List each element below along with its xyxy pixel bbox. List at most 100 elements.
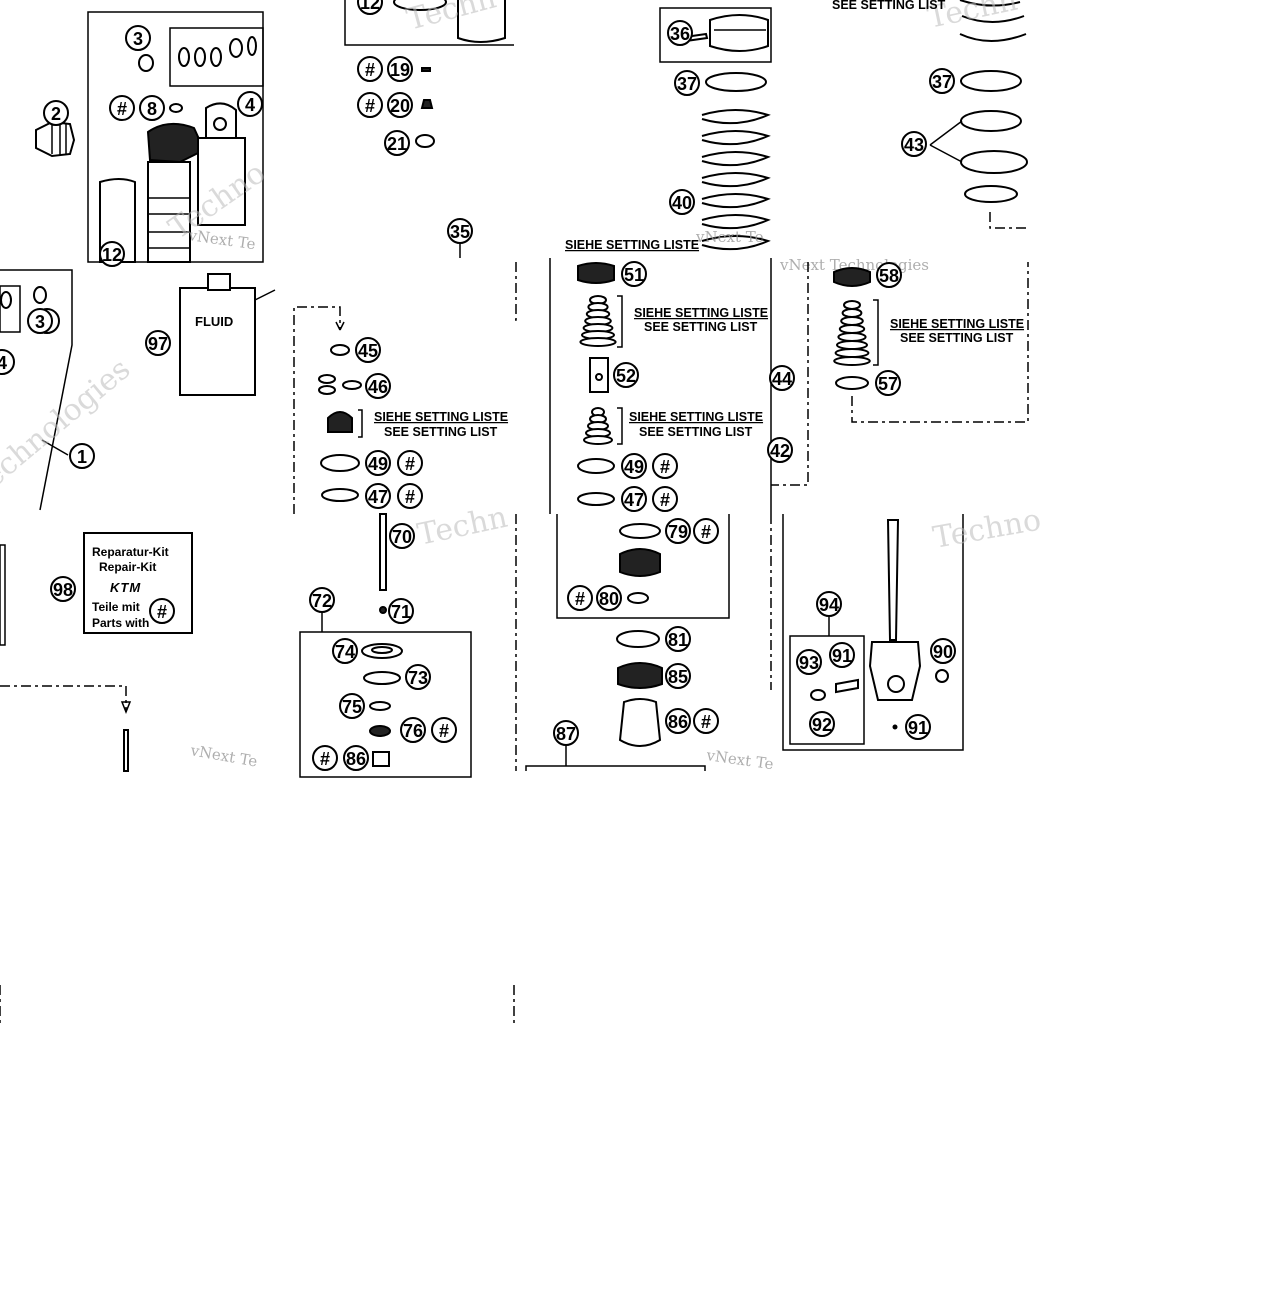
svg-text:SIEHE SETTING LISTE: SIEHE SETTING LISTE xyxy=(634,306,768,320)
tile-setting-stack xyxy=(549,258,772,514)
svg-text:Parts with: Parts with xyxy=(92,616,149,630)
hash-label: # xyxy=(660,457,670,477)
tile-bumper xyxy=(771,262,1029,486)
svg-text:SEE SETTING LIST: SEE SETTING LIST xyxy=(384,425,498,439)
hash-label: # xyxy=(157,602,167,622)
callout-74: 74 xyxy=(332,638,358,664)
callout-label: 49 xyxy=(368,454,388,474)
hash-label: # xyxy=(405,487,415,507)
callout-label: 35 xyxy=(450,222,470,242)
callout-72: 72 xyxy=(309,587,335,613)
svg-text:SIEHE SETTING LISTE: SIEHE SETTING LISTE xyxy=(629,410,763,424)
callout-4: 4 xyxy=(0,349,15,375)
callout-label: 72 xyxy=(312,591,332,611)
callout-label: 85 xyxy=(668,667,688,687)
shim-stack xyxy=(579,295,617,347)
callout-86: 86 xyxy=(665,708,691,734)
callout-86: 86 xyxy=(343,745,369,771)
svg-text:vNext Te: vNext Te xyxy=(704,746,774,773)
tile-small-parts: Techn xyxy=(344,0,514,258)
callout-75: 75 xyxy=(339,693,365,719)
hash-marker: # xyxy=(397,483,423,509)
callout-49: 49 xyxy=(365,450,391,476)
callout-97: 97 xyxy=(145,330,171,356)
tile-kit-assembly: Technologies xyxy=(0,269,276,511)
callout-label: 97 xyxy=(148,334,168,354)
hash-label: # xyxy=(365,60,375,80)
callout-98: 98 xyxy=(50,576,76,602)
svg-text:SEE SETTING LIST: SEE SETTING LIST xyxy=(832,0,946,12)
callout-label: 86 xyxy=(668,712,688,732)
svg-text:Repair-Kit: Repair-Kit xyxy=(99,560,156,574)
hash-label: # xyxy=(701,712,711,732)
hash-label: # xyxy=(405,454,415,474)
hash-label: # xyxy=(575,589,585,609)
callout-3: 3 xyxy=(125,25,151,51)
callout-93: 93 xyxy=(796,649,822,675)
callout-19: 19 xyxy=(387,56,413,82)
hash-label: # xyxy=(320,749,330,769)
callout-label: 47 xyxy=(368,487,388,507)
hash-marker: # xyxy=(312,745,338,771)
svg-text:SEE SETTING LIST: SEE SETTING LIST xyxy=(900,331,1014,345)
hash-label: # xyxy=(365,96,375,116)
svg-text:Reparatur-Kit: Reparatur-Kit xyxy=(92,545,169,559)
callout-85: 85 xyxy=(665,663,691,689)
hash-marker: # xyxy=(652,453,678,479)
callout-label: 1 xyxy=(77,447,87,467)
callout-91: 91 xyxy=(905,714,931,740)
callout-numbers: 3233448121211920213536373740434244454651… xyxy=(0,0,956,771)
callout-label: 47 xyxy=(624,490,644,510)
callout-label: 3 xyxy=(133,29,143,49)
callout-label: 4 xyxy=(0,353,7,373)
callout-81: 81 xyxy=(665,626,691,652)
callout-73: 73 xyxy=(405,664,431,690)
callout-87: 87 xyxy=(553,720,579,746)
callout-35: 35 xyxy=(447,218,473,244)
callout-3: 3 xyxy=(27,308,53,334)
callout-71: 71 xyxy=(388,598,414,624)
tile-spring: vNext Te xyxy=(659,7,772,251)
callout-label: 81 xyxy=(668,630,688,650)
svg-text:vNext Te: vNext Te xyxy=(695,228,764,246)
hash-marker: # xyxy=(693,518,719,544)
bump-stop xyxy=(833,300,871,366)
callout-80: 80 xyxy=(596,585,622,611)
svg-text:SEE SETTING LIST: SEE SETTING LIST xyxy=(639,425,753,439)
hash-marker: # xyxy=(693,708,719,734)
callout-92: 92 xyxy=(809,711,835,737)
callout-label: 49 xyxy=(624,457,644,477)
callout-36: 36 xyxy=(667,20,693,46)
callout-label: 57 xyxy=(878,374,898,394)
callout-label: 37 xyxy=(677,74,697,94)
hash-marker: # xyxy=(397,450,423,476)
callout-label: 51 xyxy=(624,265,644,285)
hash-marker: # xyxy=(652,486,678,512)
callout-44: 44 xyxy=(769,365,795,391)
callout-40: 40 xyxy=(669,189,695,215)
callout-label: 4 xyxy=(245,95,255,115)
callout-2: 2 xyxy=(43,100,69,126)
hash-label: # xyxy=(701,522,711,542)
callout-70: 70 xyxy=(389,523,415,549)
callout-52: 52 xyxy=(613,362,639,388)
callout-4: 4 xyxy=(237,91,263,117)
hash-marker: # xyxy=(567,585,593,611)
callout-57: 57 xyxy=(875,370,901,396)
callout-58: 58 xyxy=(876,262,902,288)
callout-91: 91 xyxy=(829,642,855,668)
callout-12: 12 xyxy=(99,241,125,267)
callout-79: 79 xyxy=(665,518,691,544)
callout-94: 94 xyxy=(816,591,842,617)
hash-marker: # xyxy=(357,56,383,82)
callout-label: 36 xyxy=(670,24,690,44)
callout-label: 98 xyxy=(53,580,73,600)
hash-marker: # xyxy=(357,92,383,118)
callout-label: 44 xyxy=(772,369,792,389)
callout-label: 46 xyxy=(368,377,388,397)
callout-21: 21 xyxy=(384,130,410,156)
setting-labels: SEE SETTING LIST SIEHE SETTING LISTE SIE… xyxy=(92,0,1024,630)
callout-label: 19 xyxy=(390,60,410,80)
callout-label: 43 xyxy=(904,135,924,155)
